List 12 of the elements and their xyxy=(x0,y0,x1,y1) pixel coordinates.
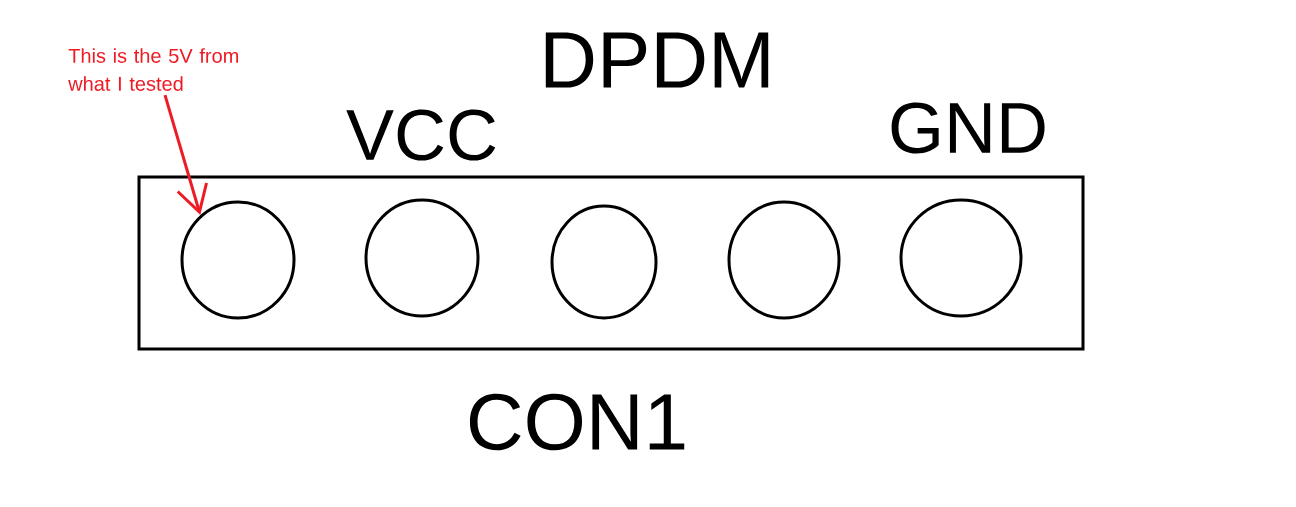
arrow xyxy=(163,94,208,216)
pin-label: DPDM xyxy=(545,32,769,88)
pin-hole xyxy=(364,198,480,318)
pin-hole xyxy=(550,204,658,320)
connector-box: CON1 xyxy=(137,175,1085,451)
pin-label: VCC xyxy=(346,109,496,161)
node-label: CON1 xyxy=(469,393,685,451)
annotation-text: This is the 5V from what I tested xyxy=(68,48,238,91)
pin-label: GND xyxy=(891,102,1045,154)
pin-hole xyxy=(727,200,841,320)
pin-hole xyxy=(180,200,296,320)
pin-hole xyxy=(899,198,1023,318)
